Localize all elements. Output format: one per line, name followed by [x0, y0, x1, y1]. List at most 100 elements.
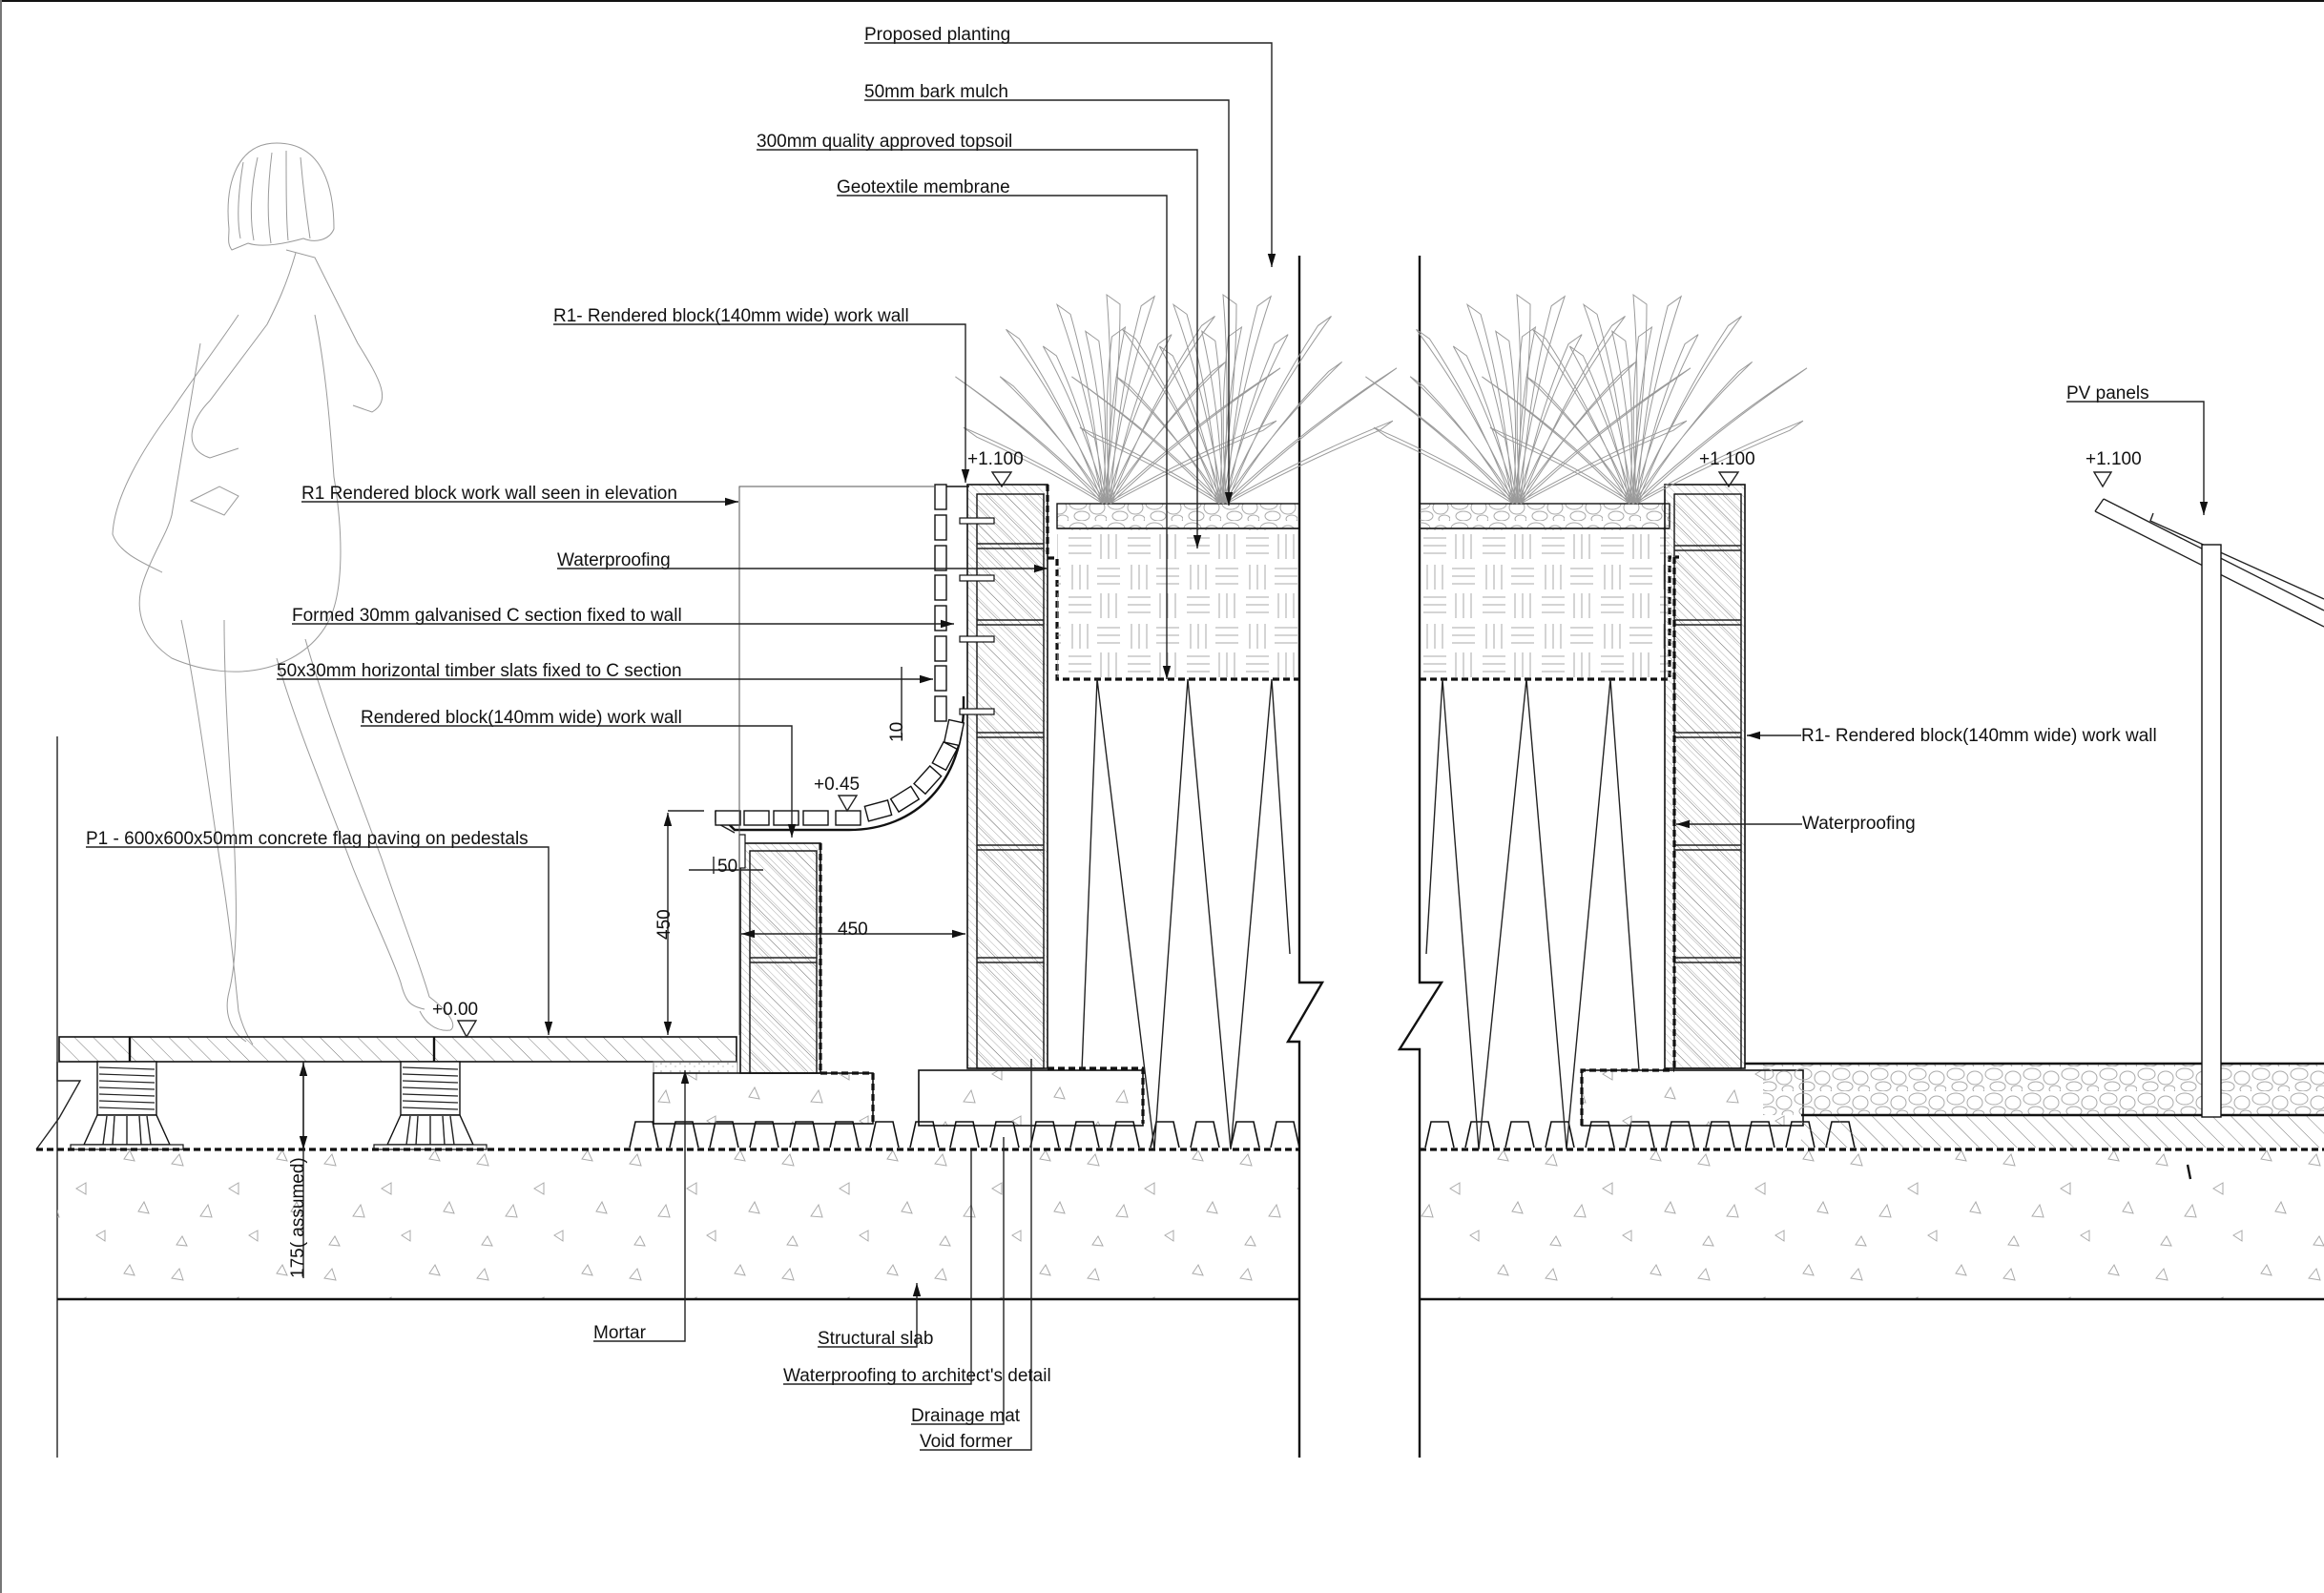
drainage-cup	[669, 1121, 699, 1148]
drainage-cup	[1545, 1121, 1575, 1148]
drainage-cup	[1270, 1121, 1300, 1148]
level-marker-planter-left: +1.100	[967, 449, 1024, 488]
plant-leaf	[1085, 330, 1108, 505]
plant-leaf	[1482, 376, 1634, 505]
pv-panel	[2094, 498, 2324, 1118]
label-r1-wall-top: R1- Rendered block(140mm wide) work wall	[553, 306, 970, 483]
drainage-cup	[1424, 1121, 1455, 1148]
drainage-cup	[749, 1121, 779, 1148]
plant-leaf	[1525, 376, 1634, 505]
label-waterproofing-right: Waterproofing	[1676, 814, 1916, 834]
plant-leaf	[1222, 367, 1398, 505]
plant-leaf	[1115, 376, 1224, 505]
svg-text:450: 450	[654, 909, 674, 940]
drainage-cup	[829, 1121, 860, 1148]
void-former-right	[1425, 678, 1640, 1150]
svg-text:Geotextile membrane: Geotextile membrane	[837, 177, 1010, 197]
label-c-section: Formed 30mm galvanised C section fixed t…	[292, 606, 954, 629]
svg-text:450: 450	[838, 920, 868, 940]
break-line-center-right	[1397, 256, 1444, 1458]
plant-leaf	[1006, 328, 1108, 505]
svg-text:10: 10	[887, 722, 907, 742]
label-timber-slats: 50x30mm horizontal timber slats fixed to…	[277, 661, 933, 684]
plant-leaf	[1582, 303, 1634, 505]
plant-leaf	[1516, 420, 1688, 505]
svg-text:50: 50	[717, 857, 737, 877]
level-marker-paving: +0.00	[432, 1000, 478, 1039]
label-r1-elevation: R1 Rendered block work wall seen in elev…	[301, 484, 935, 1035]
plant-leaf	[1106, 367, 1281, 505]
plant-leaf	[1516, 367, 1691, 505]
plant-leaf	[1632, 325, 1653, 505]
structural-slab-right	[1420, 1149, 2324, 1299]
plant-leaf	[1106, 325, 1127, 505]
pedestal	[373, 1061, 488, 1150]
pedestal	[70, 1061, 184, 1150]
label-geotextile: Geotextile membrane	[837, 177, 1172, 679]
plant-leaf	[1632, 316, 1742, 505]
svg-text:R1- Rendered block(140mm wide): R1- Rendered block(140mm wide) work wall	[1801, 726, 2157, 746]
plant-leaf	[1222, 325, 1243, 505]
drainage-cup	[789, 1121, 820, 1148]
scale-figure	[112, 142, 454, 1045]
bench-wall	[739, 842, 875, 1124]
svg-text:300mm quality approved topsoil: 300mm quality approved topsoil	[757, 132, 1012, 152]
gravel-bed	[1763, 1064, 2324, 1115]
label-r1-wall-right: R1- Rendered block(140mm wide) work wall	[1747, 726, 2157, 746]
label-paving: P1 - 600x600x50mm concrete flag paving o…	[86, 829, 553, 1035]
topsoil-left	[1057, 528, 1299, 679]
svg-text:Formed 30mm galvanised C secti: Formed 30mm galvanised C section fixed t…	[292, 606, 682, 626]
svg-text:Waterproofing to architect's d: Waterproofing to architect's detail	[783, 1366, 1051, 1386]
label-bench-wall: Rendered block(140mm wide) work wall	[361, 708, 797, 838]
plant-leaf	[1409, 376, 1518, 505]
svg-text:+0.45: +0.45	[814, 775, 860, 795]
plant-leaf	[1611, 330, 1634, 505]
svg-text:Waterproofing: Waterproofing	[1802, 814, 1916, 834]
svg-text:PV panels: PV panels	[2066, 383, 2149, 403]
svg-text:+1.100: +1.100	[2085, 449, 2142, 469]
plant-leaf	[1222, 361, 1343, 505]
plant-leaf	[1042, 345, 1108, 505]
label-waterproofing-detail: Waterproofing to architect's detail	[783, 1149, 1051, 1386]
plant-leaf	[1516, 316, 1626, 505]
void-former-left	[1081, 678, 1291, 1150]
mortar-bed	[653, 1061, 738, 1074]
dimension-overhang: 50	[689, 857, 763, 877]
break-line-center-left	[1285, 256, 1325, 1458]
bark-mulch-right	[1419, 503, 1670, 529]
plant-leaf	[1079, 426, 1224, 505]
break-line-left	[35, 1062, 82, 1150]
plant-leaf	[1416, 328, 1518, 505]
plant-leaf	[1465, 303, 1518, 505]
drainage-cup	[1190, 1121, 1220, 1148]
plant-leaf	[1222, 316, 1332, 505]
plant-leaf	[1568, 345, 1634, 505]
slat-cladding	[934, 484, 969, 722]
plant-leaf	[1489, 426, 1634, 505]
planting-right	[1365, 293, 1808, 505]
label-structural-slab: Structural slab	[818, 1283, 933, 1349]
plant-leaf	[1632, 295, 1683, 505]
plant-leaf	[1632, 361, 1753, 505]
topsoil-right	[1420, 528, 1670, 679]
svg-text:Rendered block(140mm wide) wor: Rendered block(140mm wide) work wall	[361, 708, 682, 728]
drainage-cup	[1504, 1121, 1535, 1148]
level-marker-bench: +0.45	[814, 775, 860, 813]
svg-text:Void former: Void former	[920, 1432, 1013, 1452]
label-bark-mulch: 50mm bark mulch	[864, 82, 1234, 506]
svg-text:P1 - 600x600x50mm concrete fla: P1 - 600x600x50mm concrete flag paving o…	[86, 829, 529, 849]
plant-leaf	[963, 426, 1108, 505]
paving-slabs	[58, 1036, 737, 1063]
label-waterproofing-left: Waterproofing	[557, 550, 1048, 573]
svg-text:+1.100: +1.100	[1699, 449, 1755, 469]
planting-left	[955, 293, 1398, 505]
svg-text:R1 Rendered block work wall se: R1 Rendered block work wall seen in elev…	[301, 484, 677, 504]
dimension-pedestal-height: 175( assumed)	[288, 1062, 308, 1278]
level-marker-pv: +1.100	[2085, 449, 2142, 488]
plant-leaf	[1632, 367, 1808, 505]
plant-leaf	[1532, 328, 1634, 505]
label-topsoil: 300mm quality approved topsoil	[757, 132, 1202, 548]
plant-leaf	[1495, 330, 1518, 505]
plant-leaf	[1201, 330, 1224, 505]
